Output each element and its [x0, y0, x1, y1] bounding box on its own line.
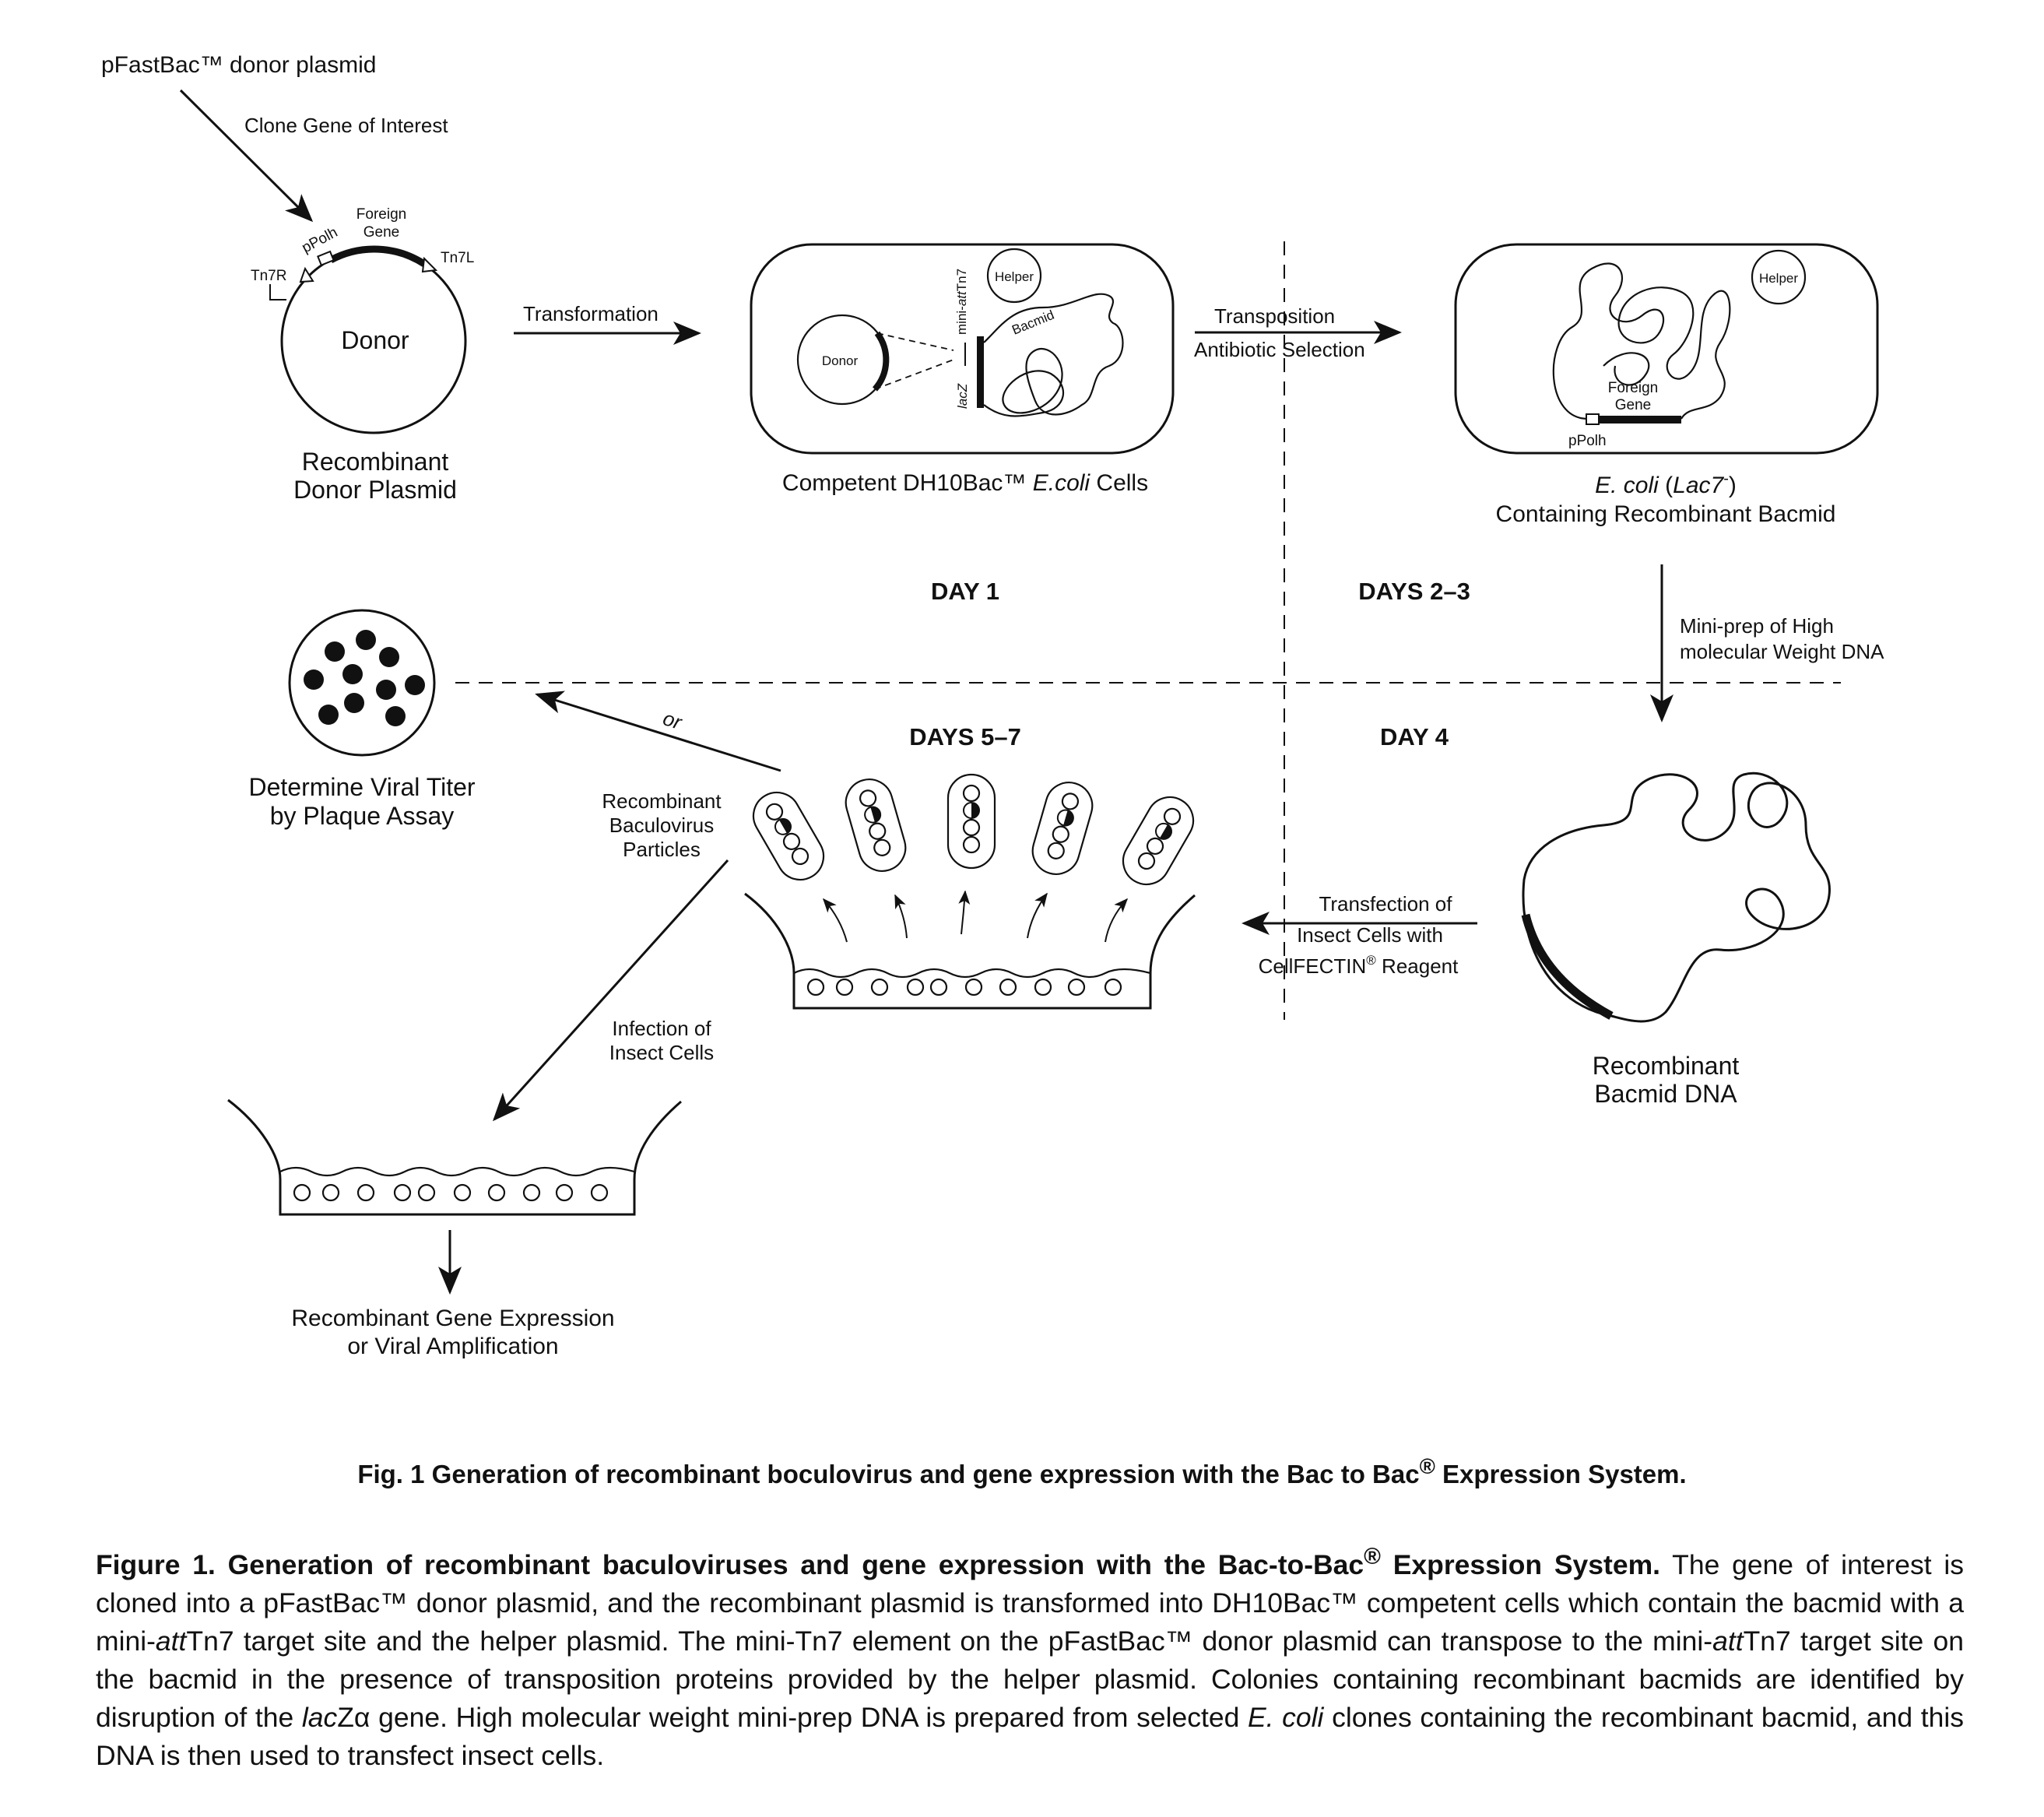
foreign-gene-label-r2: Gene: [1615, 397, 1651, 413]
bacmid-right-inner-loop: [1603, 352, 1650, 386]
foreign-gene-bar-right: [1599, 416, 1681, 423]
figure-caption: Figure 1. Generation of recombinant bacu…: [96, 1544, 1964, 1771]
helper-label-right: Helper: [1759, 271, 1798, 286]
clone-arrow: [179, 89, 314, 223]
infection-arrow: [492, 859, 729, 1122]
particles-label-2: Baculovirus: [609, 814, 714, 837]
tn7l-label: Tn7L: [441, 250, 474, 266]
foreign-gene-segment: [328, 245, 427, 267]
competent-cells-label: Competent DH10Bac™ E.coli Cells: [782, 470, 1148, 496]
recombinant-cell-outline: [1454, 243, 1879, 455]
plaque-spots: [304, 630, 425, 726]
days-2-3-label: DAYS 2–3: [1358, 578, 1470, 605]
viral-titer-label-2: by Plaque Assay: [270, 802, 455, 830]
mini-att-tn7-label: mini-attTn7: [954, 269, 969, 335]
donor-small-insert: [872, 331, 890, 392]
recombinant-donor-label-1: Recombinant: [302, 448, 449, 476]
competent-cell-outline: [750, 243, 1175, 455]
bacmid-dna-label-1: Recombinant: [1593, 1052, 1740, 1080]
infection-label-1: Infection of: [612, 1017, 711, 1040]
donor-to-att-dash-bottom: [874, 359, 954, 390]
foreign-gene-label-2: Gene: [363, 224, 399, 241]
day-1-label: DAY 1: [931, 578, 999, 605]
miniprep-label-2: molecular Weight DNA: [1680, 640, 1884, 663]
bacmid-foreign-insert: [1521, 913, 1614, 1020]
plaque-assay-dish: [288, 609, 436, 757]
baculovirus-particle-3: [946, 773, 996, 870]
helper-label-left: Helper: [995, 269, 1034, 284]
transformation-label: Transformation: [523, 302, 659, 325]
particles-label-3: Particles: [623, 838, 701, 861]
transfection-label-2: Insect Cells with: [1297, 923, 1443, 947]
bacmid-loop-right: [1552, 262, 1731, 420]
bacmid-label: Bacmid: [1010, 308, 1056, 338]
bacmid-loop-left: [983, 293, 1124, 417]
helper-plasmid-left: [986, 248, 1042, 304]
baculovirus-particle-1: [752, 791, 825, 881]
ppolh-promoter-box: [317, 250, 335, 266]
infection-label-2: Insect Cells: [609, 1041, 714, 1064]
baculovirus-particle-4: [1031, 782, 1094, 875]
transposition-label: Transposition: [1214, 304, 1335, 328]
or-label: or: [660, 706, 686, 734]
tn7l-marker: [421, 256, 438, 273]
ecoli-lac-label: E. coli (Lac7-): [1595, 470, 1737, 498]
foreign-gene-label-1: Foreign: [356, 206, 406, 223]
transfected-medium-surface: [793, 968, 1151, 979]
donor-to-att-dash-top: [876, 332, 954, 351]
tn7r-label: Tn7R: [251, 268, 286, 284]
ppolh-box-right: [1586, 413, 1600, 425]
recombinant-bacmid-dna: [1522, 771, 1831, 1023]
foreign-gene-label-r1: Foreign: [1608, 380, 1658, 396]
helper-plasmid-right: [1751, 249, 1807, 305]
transfection-label-3: CellFECTIN® Reagent: [1259, 953, 1459, 978]
donor-small-label: Donor: [822, 353, 859, 368]
transfection-label-1: Transfection of: [1319, 892, 1452, 916]
tn7r-bracket: [269, 284, 286, 300]
infected-culture-dish: [227, 1098, 682, 1216]
budding-arrows: [823, 890, 1129, 943]
plaque-assay-arrow: [535, 691, 781, 772]
expression-label-1: Recombinant Gene Expression: [291, 1306, 614, 1331]
expression-label-2: or Viral Amplification: [347, 1334, 558, 1359]
recombinant-donor-label-2: Donor Plasmid: [293, 476, 457, 504]
day-4-label: DAY 4: [1380, 723, 1449, 750]
viral-titer-label-1: Determine Viral Titer: [248, 773, 475, 801]
infected-insect-cells: [293, 1183, 609, 1202]
figure-title: Fig. 1 Generation of recombinant boculov…: [357, 1454, 1687, 1488]
days-5-7-label: DAYS 5–7: [909, 723, 1021, 750]
tn7r-marker: [299, 266, 314, 283]
infected-medium-surface: [279, 1166, 635, 1177]
bacmid-dna-label-2: Bacmid DNA: [1594, 1080, 1737, 1108]
miniprep-label-1: Mini-prep of High: [1680, 614, 1834, 638]
caption-heading: Figure 1. Generation of recombinant bacu…: [96, 1544, 1661, 1580]
lacz-insertion-bar: [977, 336, 984, 408]
containing-bacmid-label: Containing Recombinant Bacmid: [1496, 501, 1836, 527]
transfected-insect-cells: [806, 978, 1122, 996]
baculovirus-particle-5: [1122, 796, 1195, 886]
baculovirus-particle-2: [845, 778, 907, 872]
donor-plasmid-title: pFastBac™ donor plasmid: [101, 52, 377, 78]
lacz-label: lacZ: [955, 383, 970, 409]
ppolh-label-right: pPolh: [1568, 433, 1607, 449]
bac-to-bac-workflow-diagram: pFastBac™ donor plasmid Clone Gene of In…: [101, 52, 1884, 1359]
ppolh-label: pPolh: [299, 224, 340, 256]
transfected-culture-dish: [744, 892, 1196, 1010]
antibiotic-selection-label: Antibiotic Selection: [1194, 338, 1365, 361]
clone-gene-label: Clone Gene of Interest: [244, 114, 448, 137]
particles-label-1: Recombinant: [602, 789, 722, 813]
donor-label: Donor: [341, 326, 409, 354]
